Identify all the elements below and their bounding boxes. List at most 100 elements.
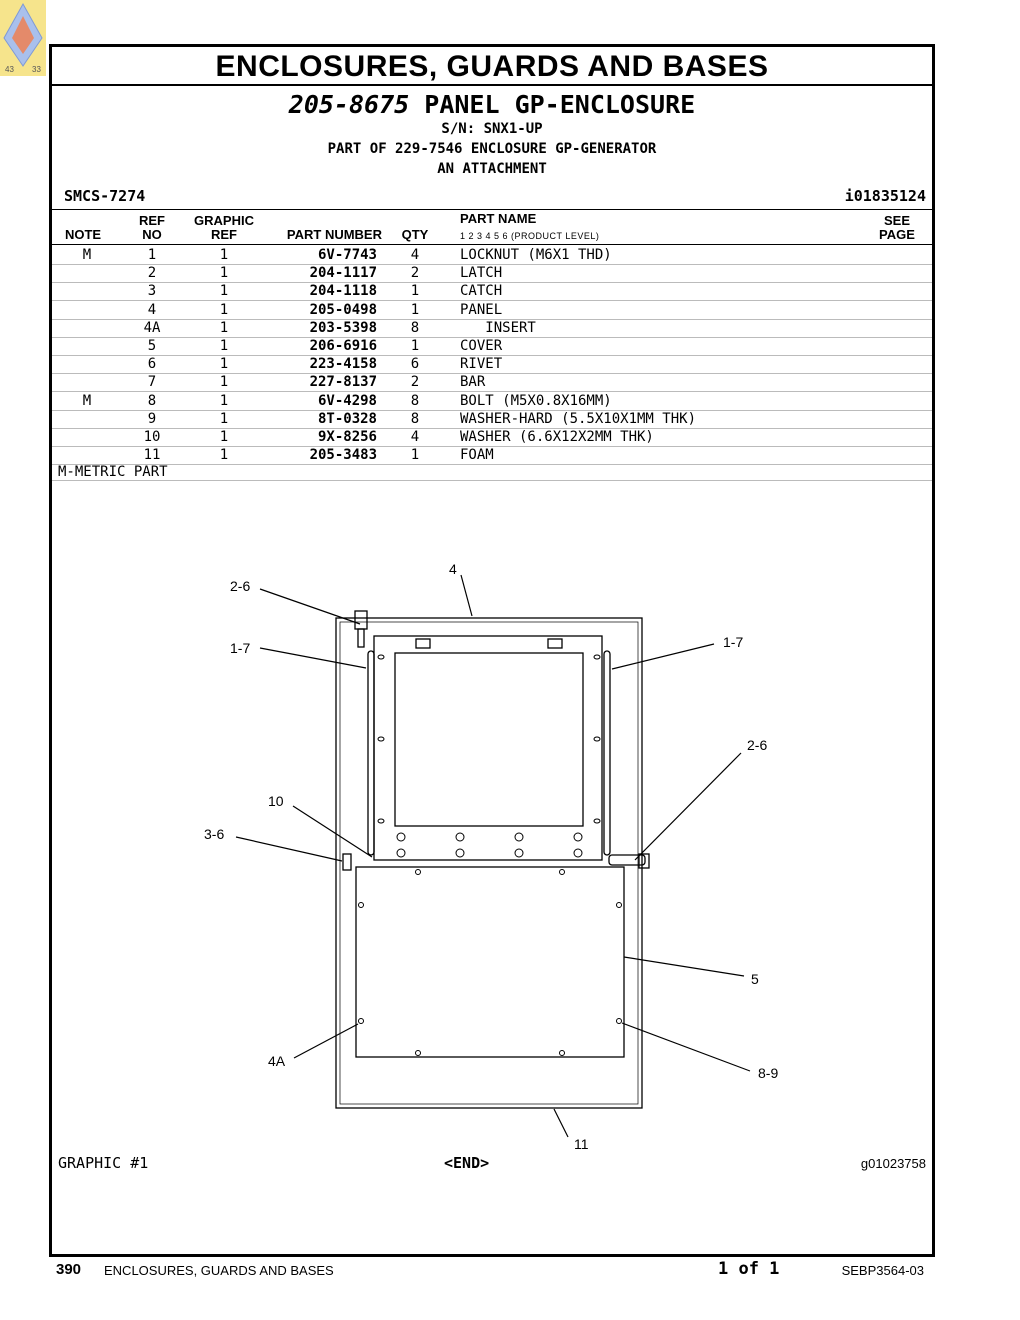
row-graphic-ref: 1: [219, 429, 229, 445]
callout-10: 10: [268, 793, 284, 809]
row-part-name: PANEL: [460, 301, 503, 318]
header-part-number: PART NUMBER: [286, 227, 382, 242]
callout-1-7-left: 1-7: [230, 640, 250, 656]
row-part-name: BAR: [460, 374, 486, 391]
attachment: AN ATTACHMENT: [437, 161, 547, 177]
header-note: NOTE: [64, 227, 102, 242]
row-ref-no: 9: [147, 410, 157, 427]
row-part-number: 6V-4298: [317, 392, 377, 409]
row-graphic-ref: 1: [219, 356, 229, 373]
logo-left-number: 43: [5, 65, 14, 74]
table-header-rule: [52, 244, 932, 245]
footer-section: ENCLOSURES, GUARDS AND BASES: [104, 1263, 334, 1278]
serial-number: S/N: SNX1-UP: [441, 121, 543, 137]
row-part-name: BOLT (M5X0.8X16MM): [460, 392, 612, 409]
row-ref-no: 1: [147, 247, 157, 263]
row-part-name: RIVET: [460, 356, 503, 373]
table-row: 5 1 206-6916 1 COVER: [52, 337, 932, 356]
row-part-number: 205-3483: [309, 447, 377, 464]
row-ref-no: 3: [147, 283, 157, 300]
end-marker: <END>: [444, 1154, 490, 1172]
row-graphic-ref: 1: [219, 283, 229, 300]
footer-page-of: 1 of 1: [718, 1259, 780, 1279]
footer-document-id: SEBP3564-03: [841, 1263, 924, 1278]
callout-2-6-top: 2-6: [230, 578, 250, 594]
row-qty: 1: [410, 283, 420, 300]
row-ref-no: 2: [147, 265, 157, 282]
row-qty: 1: [410, 447, 420, 464]
row-part-name: FOAM: [460, 447, 494, 464]
page-frame: ENCLOSURES, GUARDS AND BASES 205-8675 PA…: [49, 44, 935, 1257]
table-end-rule: [52, 480, 932, 481]
header-part-name: PART NAME: [460, 211, 537, 226]
row-qty: 4: [410, 429, 420, 445]
row-ref-no: 4: [147, 301, 157, 318]
callout-4a: 4A: [268, 1053, 286, 1069]
row-qty: 2: [410, 374, 420, 391]
row-part-number: 206-6916: [309, 338, 377, 354]
header-product-levels: 1 2 3 4 5 6 (PRODUCT LEVEL): [460, 231, 600, 241]
row-qty: 1: [410, 338, 420, 354]
row-graphic-ref: 1: [219, 392, 229, 409]
footer-page-number: 390: [56, 1261, 82, 1278]
callout-5: 5: [751, 971, 759, 987]
row-ref-no: 10: [143, 429, 161, 445]
row-qty: 8: [410, 410, 420, 427]
callout-4: 4: [449, 561, 457, 577]
exploded-parts-drawing: 4 2-6 1-7 1-7 2-6 10 3-6 5 4A 8-9 11: [204, 561, 778, 1152]
latch-bottom: [608, 854, 646, 866]
row-part-name: LOCKNUT (M6X1 THD): [460, 247, 612, 263]
table-row: 6 1 223-4158 6 RIVET: [52, 355, 932, 375]
part-of: PART OF 229-7546 ENCLOSURE GP-GENERATOR: [327, 141, 657, 157]
row-part-name: LATCH: [460, 265, 503, 282]
row-part-number: 223-4158: [309, 356, 377, 373]
row-graphic-ref: 1: [219, 374, 229, 391]
row-ref-no: 6: [147, 356, 157, 373]
row-part-number: 8T-0328: [317, 410, 377, 427]
part-number-title: 205-8675: [288, 90, 410, 119]
row-graphic-ref: 1: [219, 319, 229, 336]
row-part-name: COVER: [460, 338, 503, 354]
row-note: M: [82, 247, 92, 263]
row-part-name: WASHER (6.6X12X2MM THK): [460, 429, 654, 445]
section-title: ENCLOSURES, GUARDS AND BASES: [52, 47, 932, 86]
row-graphic-ref: 1: [219, 265, 229, 282]
table-row: M 1 1 6V-7743 4 LOCKNUT (M6X1 THD): [52, 246, 932, 265]
row-part-number: 6V-7743: [317, 247, 377, 263]
row-part-number: 203-5398: [309, 319, 377, 336]
graphic-number: GRAPHIC #1: [58, 1154, 149, 1172]
logo-right-number: 33: [32, 65, 41, 74]
row-part-name: INSERT: [460, 319, 536, 336]
row-graphic-ref: 1: [219, 247, 229, 263]
row-ref-no: 11: [143, 447, 161, 464]
callout-11: 11: [574, 1136, 589, 1152]
part-title: 205-8675 PANEL GP-ENCLOSURE: [52, 90, 932, 119]
row-graphic-ref: 1: [219, 301, 229, 318]
smcs-code: SMCS-7274: [64, 187, 146, 205]
row-ref-no: 5: [147, 338, 157, 354]
cover: [355, 866, 625, 1058]
row-qty: 8: [410, 392, 420, 409]
row-part-number: 9X-8256: [317, 429, 377, 445]
metric-note: M-METRIC PART: [58, 464, 168, 480]
table-row: M 8 1 6V-4298 8 BOLT (M5X0.8X16MM): [52, 392, 932, 411]
panel-outline: [335, 617, 643, 1109]
row-qty: 6: [410, 356, 420, 373]
illustration-id: i01835124: [844, 187, 926, 205]
row-qty: 4: [410, 247, 420, 263]
callout-2-6-right: 2-6: [747, 737, 767, 753]
bar-left: [367, 650, 375, 856]
row-ref-no: 7: [147, 374, 157, 391]
graphic-id: g01023758: [860, 1156, 926, 1171]
row-note: M: [82, 392, 92, 409]
row-graphic-ref: 1: [219, 338, 229, 354]
row-ref-no: 8: [147, 392, 157, 409]
